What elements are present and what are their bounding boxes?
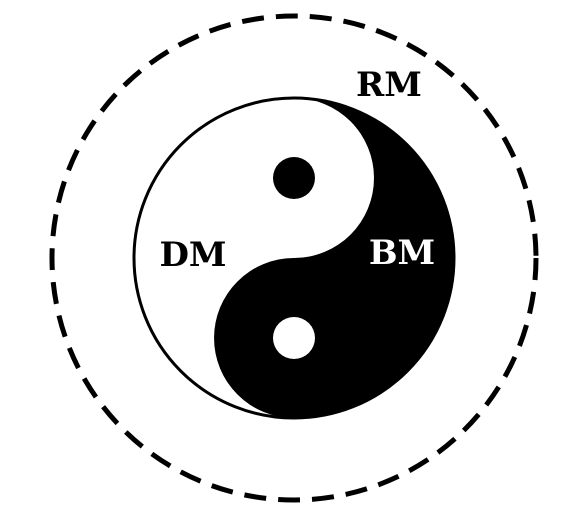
yin-yang-symbol	[132, 96, 456, 420]
outer-dashed-circle	[49, 13, 539, 503]
white-dot	[273, 317, 315, 359]
label-rm: RM	[356, 65, 422, 105]
label-dm: DM	[159, 235, 226, 275]
label-bm: BM	[369, 233, 435, 273]
black-dot	[273, 157, 315, 199]
